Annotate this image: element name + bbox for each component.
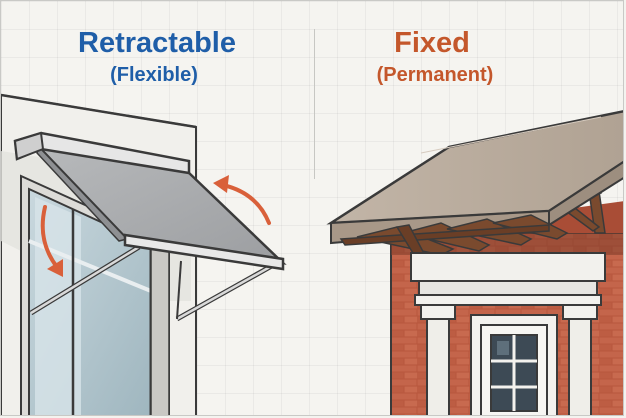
retractable-subtitle: (Flexible) [110,64,198,86]
retractable-scene [1,93,287,415]
roof-rafters [339,214,569,264]
curved-arrow-up-icon [213,175,271,225]
center-divider [314,29,315,179]
fixed-scene [326,110,623,415]
front-door [470,314,558,415]
door-portico [410,252,606,415]
retractable-title: Retractable [78,27,236,59]
front-bar [123,233,285,271]
curved-arrow-down-icon [40,205,63,277]
fixed-title: Fixed [394,27,470,59]
fixed-subtitle: (Permanent) [376,64,494,86]
